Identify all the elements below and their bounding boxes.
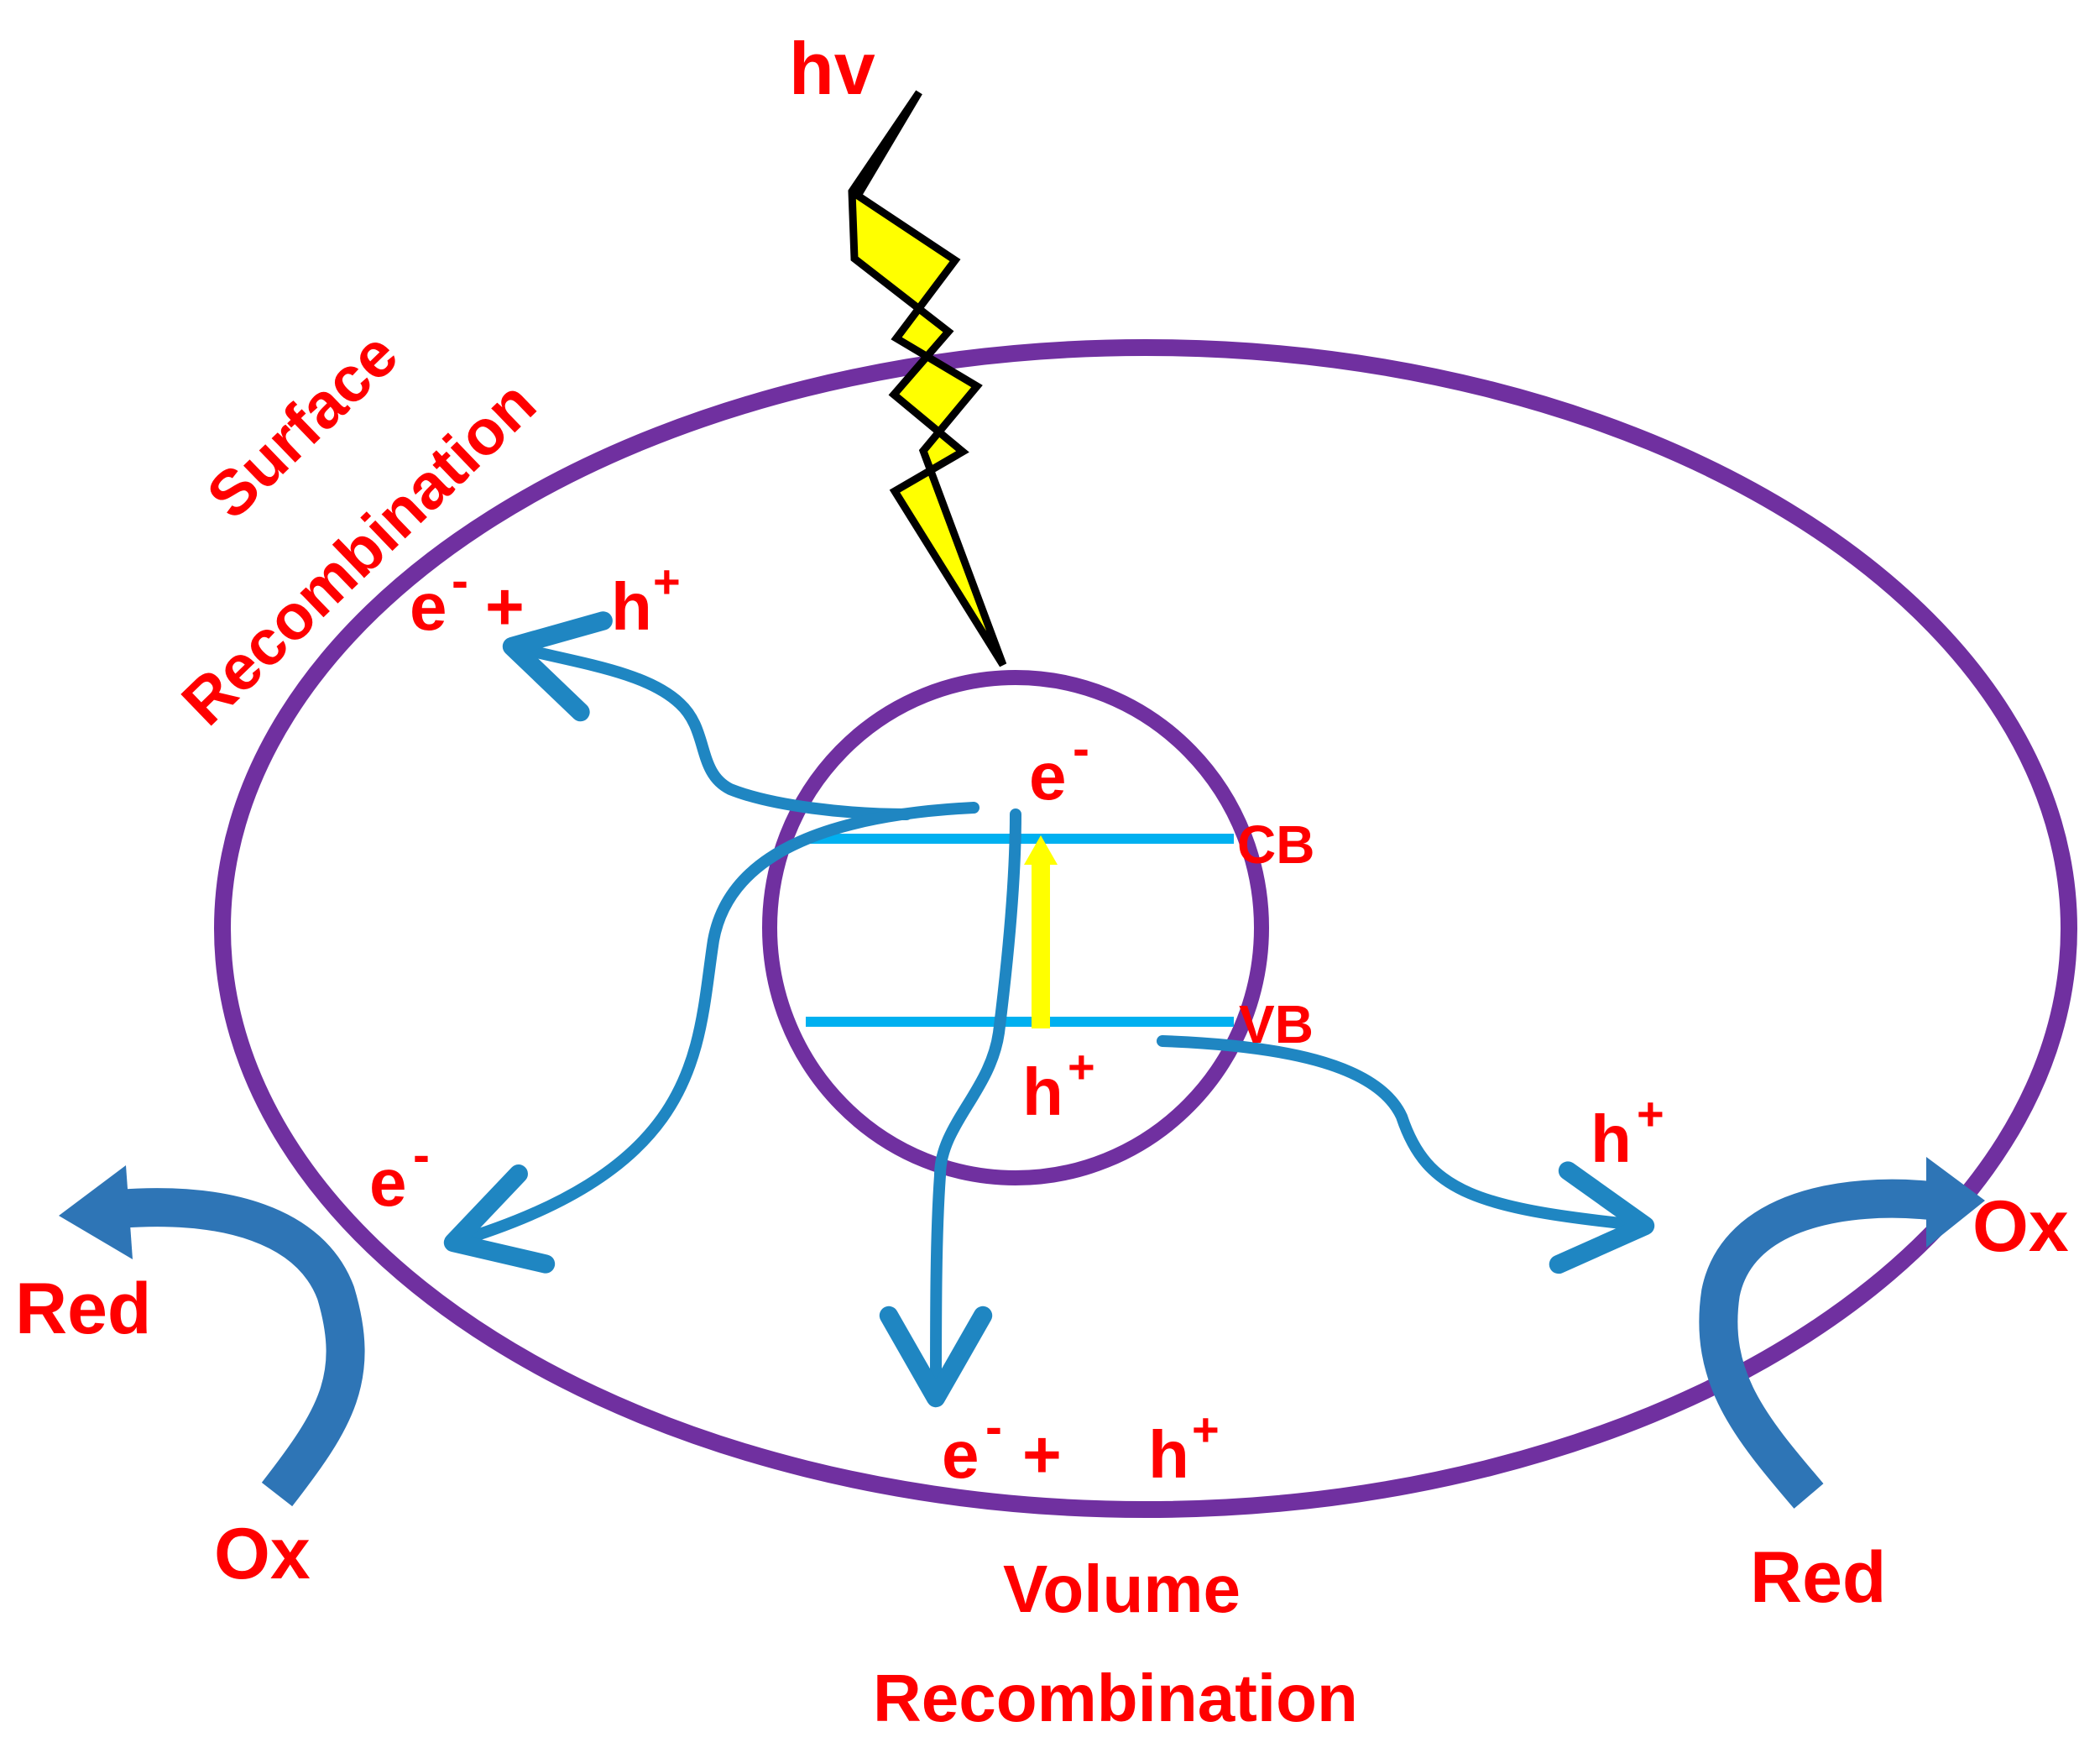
volume-recombination-line2: Recombination xyxy=(873,1661,1358,1735)
electron-transfer-arrow xyxy=(443,802,979,1274)
right-hole-sup: + xyxy=(1637,1087,1664,1140)
surface-recombination-line2: Recombination xyxy=(169,368,550,739)
right-red-label: Red xyxy=(1750,1537,1886,1618)
right-hole-h: h xyxy=(1591,1102,1632,1176)
surface-recombination-label: Surface Recombination xyxy=(169,318,550,739)
core-electron-label: e - xyxy=(1029,720,1089,814)
left-redox-curved-arrow xyxy=(59,1165,365,1507)
photon-label: hv xyxy=(789,27,875,110)
left-ox-label: Ox xyxy=(214,1514,311,1594)
surface-pair-e-sup: - xyxy=(452,552,468,609)
particle-inner-core xyxy=(762,670,1269,1185)
volume-pair-e-sup: - xyxy=(985,1399,1002,1455)
volume-pair-h-sup: + xyxy=(1192,1403,1220,1456)
core-hole-label: h + xyxy=(1022,1040,1095,1129)
surface-recombination-arrow xyxy=(502,611,912,820)
volume-pair-h: h xyxy=(1148,1417,1189,1492)
core-electron-sup: - xyxy=(1073,720,1089,777)
core-electron-e: e xyxy=(1029,739,1067,814)
left-electron-label: e - xyxy=(369,1127,430,1220)
core-hole-sup: + xyxy=(1068,1040,1095,1093)
left-electron-sup: - xyxy=(413,1127,430,1183)
volume-pair-plus: + xyxy=(1022,1417,1062,1492)
cb-label: CB xyxy=(1237,814,1314,875)
left-red-label: Red xyxy=(15,1269,151,1349)
hole-transfer-arrow xyxy=(1157,1035,1655,1274)
core-hole-h: h xyxy=(1022,1054,1063,1129)
vb-label: VB xyxy=(1239,994,1314,1054)
right-ox-label: Ox xyxy=(1972,1186,2069,1267)
surface-pair-label: e - + h + xyxy=(410,552,681,644)
excitation-arrow xyxy=(1024,835,1058,1028)
right-hole-label: h + xyxy=(1591,1087,1664,1176)
left-electron-e: e xyxy=(369,1145,407,1220)
particle-outer-ellipse xyxy=(214,339,2077,1518)
surface-pair-e: e xyxy=(410,569,447,644)
volume-recombination-arrow xyxy=(879,808,1021,1408)
volume-pair-label: e - + h + xyxy=(942,1399,1220,1492)
right-redox-curved-arrow xyxy=(1699,1157,1985,1509)
volume-recombination-line1: Volume xyxy=(1003,1552,1241,1626)
surface-pair-h-sup: + xyxy=(653,555,681,608)
volume-pair-e: e xyxy=(942,1417,979,1492)
surface-pair-h: h xyxy=(611,569,652,644)
lightning-icon xyxy=(848,90,1007,667)
surface-pair-plus: + xyxy=(485,569,525,644)
